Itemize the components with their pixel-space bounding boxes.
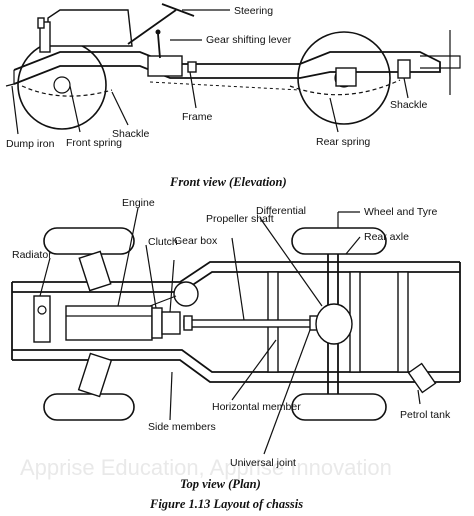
rear-left-wheel	[291, 227, 387, 255]
steering-column	[127, 9, 177, 45]
label-shackle-front: Shackle	[112, 128, 150, 140]
gearbox-plan	[161, 311, 181, 335]
plan-view: Engine Radiator Clutch Gear box Propelle…	[11, 197, 461, 491]
cross-member-3	[397, 271, 409, 373]
caption-plan: Top view (Plan)	[180, 477, 261, 491]
rear-shackle-elevation	[397, 59, 411, 79]
front-spring-plan-bottom	[77, 352, 113, 398]
label-dump-iron: Dump iron	[6, 138, 55, 150]
steering-wheel-plan	[173, 281, 199, 307]
rear-right-wheel	[291, 393, 387, 421]
engine-body-elevation	[47, 9, 133, 47]
label-gear-box: Gear box	[174, 235, 218, 247]
label-propeller-shaft: Propeller shaft	[206, 213, 274, 225]
propeller-shaft-elevation	[149, 81, 301, 91]
front-wheel-elevation	[17, 40, 107, 130]
front-spring-elevation	[21, 85, 113, 97]
label-gear-shifting-lever: Gear shifting lever	[206, 34, 292, 46]
dump-iron-shape	[5, 70, 15, 87]
radiator-plan	[33, 295, 51, 343]
figure-caption: Figure 1.13 Layout of chassis	[149, 497, 303, 511]
gear-lever-knob	[155, 29, 161, 35]
label-horizontal-member: Horizontal member	[212, 401, 301, 413]
universal-joint-front	[183, 315, 193, 331]
lower-side-member-inner	[12, 349, 460, 373]
engine-block-plan	[65, 305, 153, 341]
label-frame: Frame	[182, 111, 212, 123]
frame-bracket	[187, 61, 197, 73]
clutch-plan	[151, 307, 163, 339]
label-steering: Steering	[234, 5, 273, 17]
lower-side-member	[12, 359, 460, 383]
caption-elevation: Front view (Elevation)	[169, 175, 287, 189]
front-left-wheel	[43, 227, 135, 255]
label-front-spring: Front spring	[66, 137, 122, 149]
label-clutch: Clutch	[148, 236, 178, 248]
radiator-cap	[37, 17, 45, 29]
label-side-members: Side members	[148, 421, 216, 433]
differential-elevation	[335, 67, 357, 87]
upper-side-member-inner	[12, 271, 460, 293]
elevation-view: Steering Gear shifting lever Dump iron F…	[5, 3, 461, 189]
label-engine: Engine	[122, 197, 155, 209]
front-right-wheel	[43, 393, 135, 421]
label-wheel-and-tyre: Wheel and Tyre	[364, 206, 438, 218]
label-petrol-tank: Petrol tank	[400, 409, 451, 421]
rear-extension	[420, 55, 461, 69]
petrol-tank-plan	[407, 362, 437, 394]
radiator-cap-plan	[37, 305, 47, 315]
steering-wheel-elevation	[161, 3, 195, 17]
elevation-leader-lines	[11, 9, 409, 135]
label-dump-iron-text: Dump iron	[6, 138, 55, 150]
propeller-shaft-plan	[183, 319, 315, 328]
front-spring-plan-top	[78, 250, 112, 292]
front-hub	[53, 76, 71, 94]
differential-plan	[315, 303, 353, 345]
label-shackle-rear: Shackle	[390, 99, 428, 111]
plan-leader-lines	[39, 207, 421, 455]
rear-spring-elevation	[289, 79, 401, 96]
gear-lever-elevation	[157, 33, 161, 59]
label-universal-joint: Universal joint	[230, 457, 296, 469]
label-differential: Differential	[256, 205, 306, 217]
label-rear-axle: Rear axle	[364, 231, 409, 243]
label-rear-spring: Rear spring	[316, 136, 370, 148]
gearbox-elevation	[147, 55, 183, 77]
watermark: Apprise Education, Apprise Innovation	[20, 455, 392, 480]
radiator-elevation	[39, 21, 51, 53]
label-radiator: Radiator	[12, 249, 52, 261]
